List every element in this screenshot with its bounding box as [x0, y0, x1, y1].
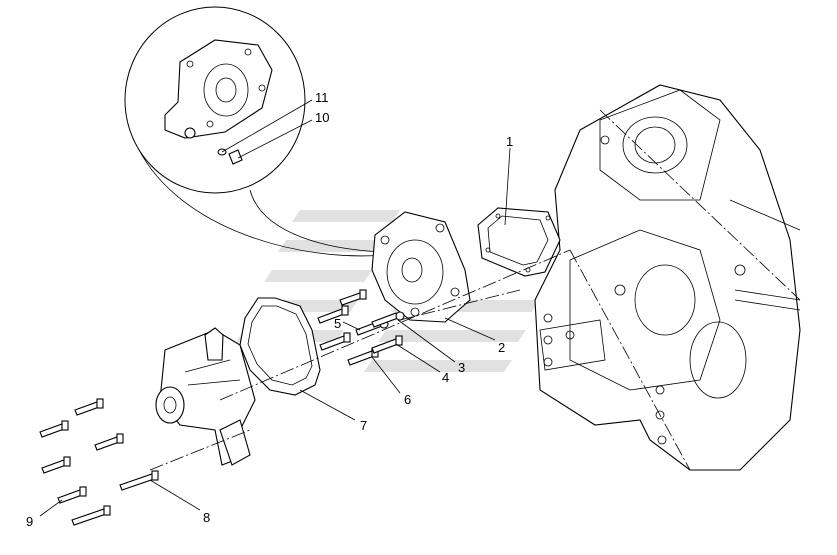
bolt	[57, 486, 87, 504]
callout-7: 7	[360, 418, 367, 433]
bolt-group	[39, 289, 405, 526]
callout-9: 9	[26, 514, 33, 529]
pump-housing-cover	[371, 211, 471, 323]
bolt	[74, 398, 104, 416]
callout-8: 8	[203, 510, 210, 525]
bolt	[371, 311, 405, 328]
bolt	[371, 335, 403, 354]
bolt	[39, 420, 69, 438]
bolt	[94, 433, 124, 451]
bolt	[71, 505, 111, 526]
callout-2: 2	[498, 340, 505, 355]
bolt	[339, 289, 367, 306]
callout-4: 4	[442, 370, 449, 385]
engine-block	[534, 84, 801, 471]
leader-lines	[39, 147, 511, 517]
bolt	[41, 456, 71, 474]
callout-3: 3	[458, 360, 465, 375]
callout-1: 1	[506, 134, 513, 149]
callout-10: 10	[315, 110, 329, 125]
bolt	[317, 305, 349, 324]
callout-11: 11	[315, 90, 329, 105]
bolt	[319, 332, 351, 351]
detail-view-circle	[124, 6, 386, 257]
gasket-large	[239, 297, 321, 396]
gasket-small	[477, 207, 561, 277]
callout-6: 6	[404, 392, 411, 407]
callout-5: 5	[334, 316, 341, 331]
assembly-axes	[149, 249, 571, 471]
callout-labels: 1 2 3 4 5 6 7 8 9 10 11	[26, 90, 513, 529]
bolt	[119, 470, 159, 491]
water-pump	[155, 327, 256, 466]
